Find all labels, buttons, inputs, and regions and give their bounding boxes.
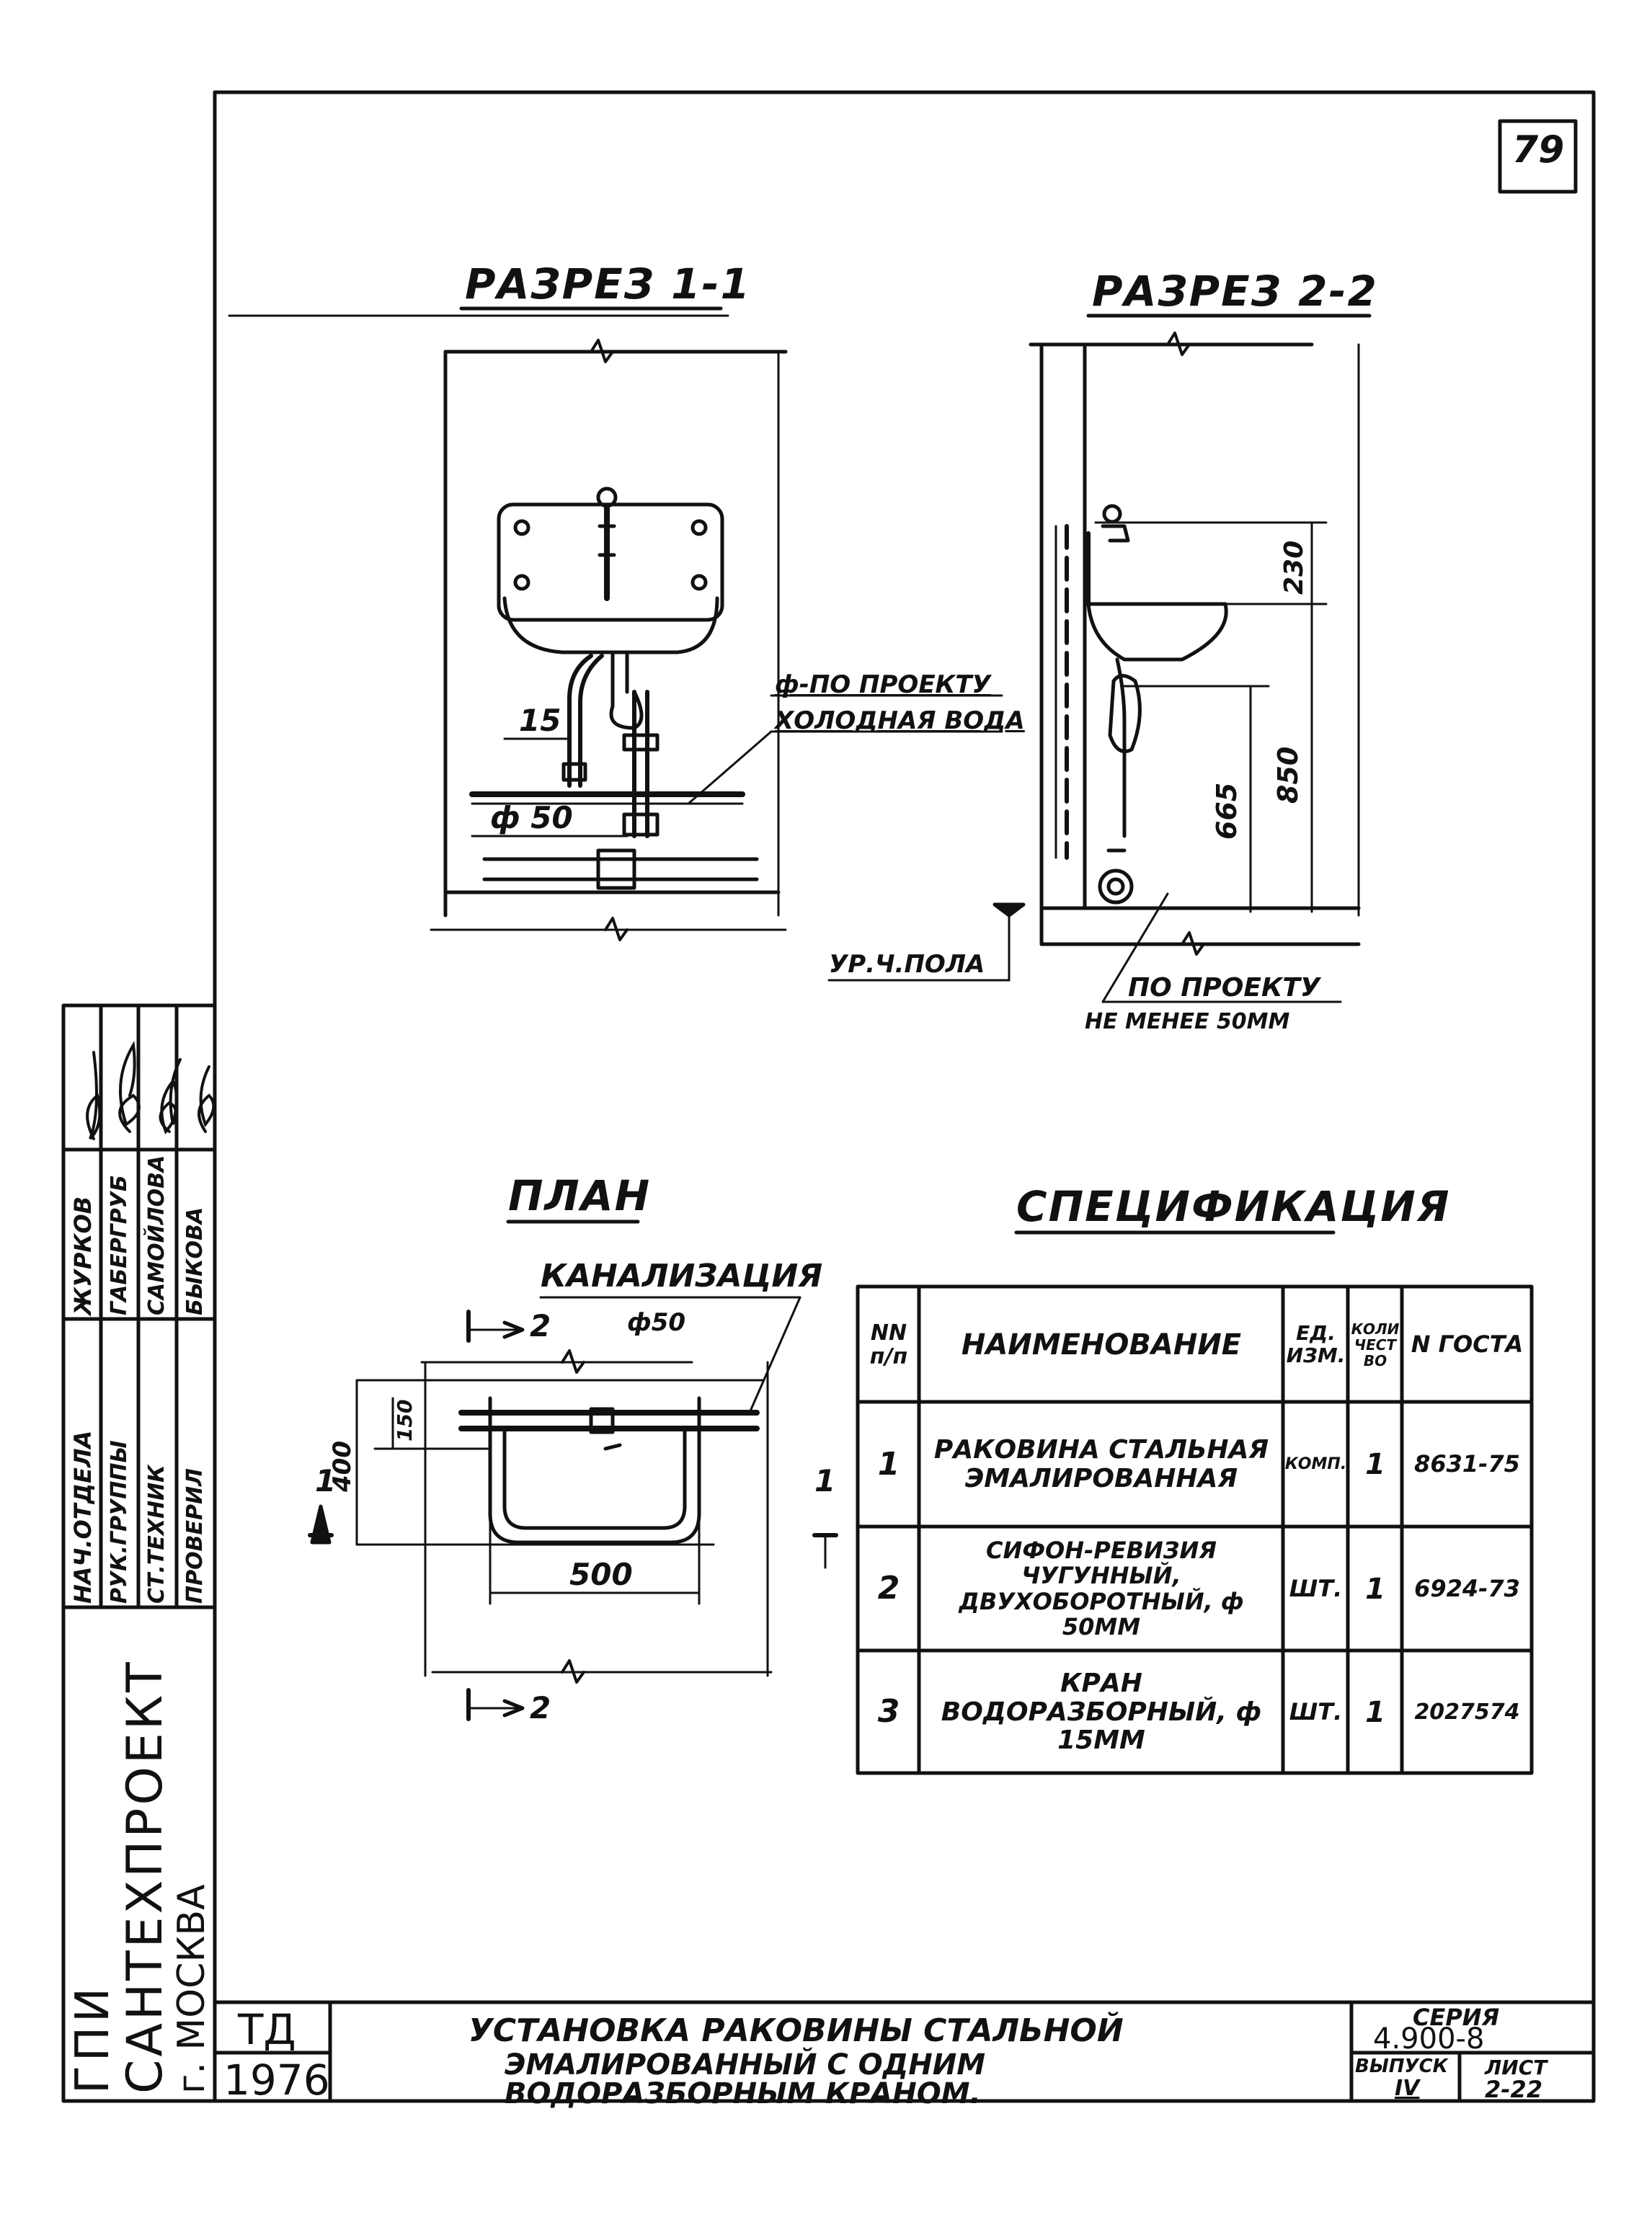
section-2-2-drawing (827, 332, 1361, 1003)
spec-row-1-unit: КОМП. (1284, 1454, 1347, 1473)
spec-row-2-nn: 2 (877, 1570, 900, 1607)
spec-header-qty: КОЛИ ЧЕСТ ВО (1351, 1320, 1400, 1369)
series-label: СЕРИЯ (1413, 2004, 1500, 2031)
plan-drawing (308, 1296, 838, 1721)
by-project-note-2: НЕ МЕНЕЕ 50ММ (1085, 1009, 1290, 1034)
org-line-1: ГПИ (66, 1983, 120, 2094)
spec-row-1-gost: 8631-75 (1414, 1450, 1520, 1478)
spec-row-3-qty: 1 (1365, 1695, 1385, 1729)
series-value: 4.900-8 (1373, 2022, 1485, 2056)
pipe-label-15: 15 (519, 703, 561, 738)
spec-table-grid (856, 1284, 1534, 1775)
org-city: г. МОСКВА (170, 1884, 213, 2094)
spec-row-2-gost: 6924-73 (1414, 1574, 1520, 1602)
spec-row-1-name: РАКОВИНА СТАЛЬНАЯ ЭМАЛИРОВАННАЯ (933, 1435, 1269, 1493)
spec-row-2-qty: 1 (1365, 1572, 1385, 1606)
sewer-d50-label: ф50 (627, 1308, 686, 1337)
issue-value: IV (1395, 2076, 1420, 2101)
sheet-value: 2-22 (1485, 2076, 1543, 2103)
pipe-label-d50: ф 50 (490, 800, 573, 835)
section-mark-2-top: 2 (530, 1308, 551, 1343)
spec-row-3-unit: ШТ. (1289, 1697, 1343, 1725)
section-2-2-title: РАЗРЕЗ 2-2 (1092, 267, 1378, 316)
org-line-2: САНТЕХПРОЕКТ (117, 1659, 174, 2094)
spec-row-3-nn: 3 (877, 1693, 900, 1731)
td-label: ТД (238, 2005, 296, 2054)
by-project-note-1: ПО ПРОЕКТУ (1128, 973, 1320, 1003)
year-label: 1976 (223, 2056, 330, 2105)
floor-level-label: УР.Ч.ПОЛА (829, 950, 985, 979)
spec-header-name: НАИМЕНОВАНИЕ (961, 1328, 1242, 1361)
cold-water-note-1: ф-ПО ПРОЕКТУ (775, 670, 991, 699)
section-mark-1-right: 1 (814, 1463, 836, 1498)
spec-row-3-name: КРАН ВОДОРАЗБОРНЫЙ, ф 15ММ (941, 1669, 1262, 1756)
drawing-title-3: ВОДОРАЗБОРНЫМ КРАНОМ. (505, 2077, 981, 2110)
drawing-title-2: ЭМАЛИРОВАННЫЙ С ОДНИМ (505, 2048, 986, 2082)
section-1-1-drawing (228, 314, 1003, 941)
spec-row-3-gost: 2027574 (1414, 1700, 1520, 1725)
page-number: 79 (1512, 128, 1565, 172)
spec-header-nn: NN п/п (869, 1320, 908, 1369)
spec-row-2-unit: ШТ. (1289, 1574, 1343, 1602)
spec-row-1-qty: 1 (1365, 1448, 1385, 1481)
spec-row-2-name: СИФОН-РЕВИЗИЯ ЧУГУННЫЙ, ДВУХОБОРОТНЫЙ, ф… (959, 1537, 1244, 1640)
spec-header-gost: N ГОСТА (1411, 1330, 1524, 1358)
plan-title: ПЛАН (508, 1171, 652, 1220)
issue-label: ВЫПУСК (1355, 2056, 1448, 2077)
page-number-box (1498, 119, 1578, 194)
dim-500: 500 (569, 1557, 633, 1592)
section-1-1-title: РАЗРЕЗ 1-1 (465, 259, 751, 308)
section-mark-2-bottom: 2 (530, 1690, 551, 1725)
spec-header-unit: ЕД. ИЗМ. (1286, 1320, 1346, 1367)
section-mark-1-left: 1 (315, 1463, 337, 1498)
cold-water-note-2: ХОЛОДНАЯ ВОДА (775, 706, 1025, 735)
sewer-label: КАНАЛИЗАЦИЯ (541, 1258, 823, 1294)
sheet-label: ЛИСТ (1485, 2056, 1547, 2079)
spec-row-1-nn: 1 (877, 1445, 900, 1483)
spec-title: СПЕЦИФИКАЦИЯ (1016, 1182, 1451, 1231)
drawing-title-1: УСТАНОВКА РАКОВИНЫ СТАЛЬНОЙ (468, 2012, 1124, 2049)
